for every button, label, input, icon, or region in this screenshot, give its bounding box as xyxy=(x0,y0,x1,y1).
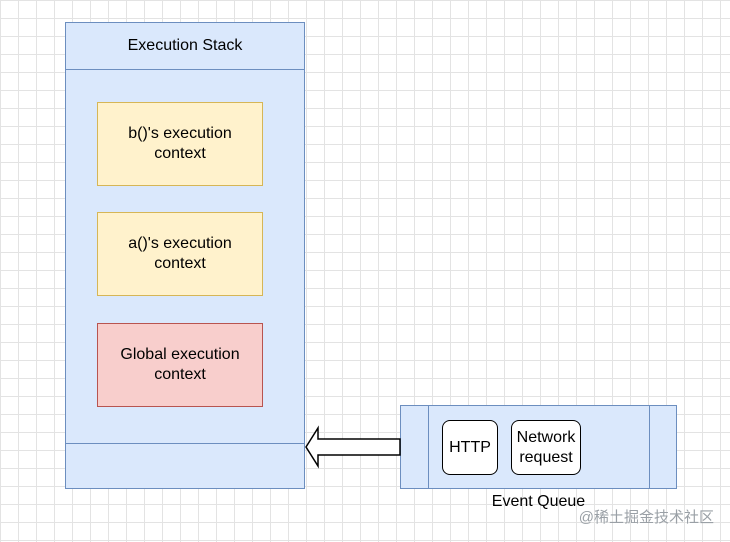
global-execution-context: Global execution context xyxy=(97,323,263,407)
network-request-event-label: Network request xyxy=(516,428,576,466)
a-execution-context: a()'s execution context xyxy=(97,212,263,296)
watermark: @稀土掘金技术社区 xyxy=(578,509,714,526)
global-execution-context-label: Global execution context xyxy=(120,346,240,383)
event-queue: HTTP Network request xyxy=(400,405,677,489)
http-event-label: HTTP xyxy=(449,438,491,456)
execution-stack: Execution Stack b()'s execution context … xyxy=(65,22,305,489)
event-queue-label: Event Queue xyxy=(491,493,586,510)
b-execution-context: b()'s execution context xyxy=(97,102,263,186)
http-event: HTTP xyxy=(442,420,498,475)
network-request-event: Network request xyxy=(511,420,581,475)
a-execution-context-label: a()'s execution context xyxy=(128,235,232,272)
b-execution-context-label: b()'s execution context xyxy=(128,125,232,162)
execution-stack-title: Execution Stack xyxy=(66,23,304,70)
event-queue-left-divider xyxy=(428,406,429,488)
event-queue-right-divider xyxy=(649,406,650,488)
execution-stack-bottom-divider xyxy=(66,443,304,444)
